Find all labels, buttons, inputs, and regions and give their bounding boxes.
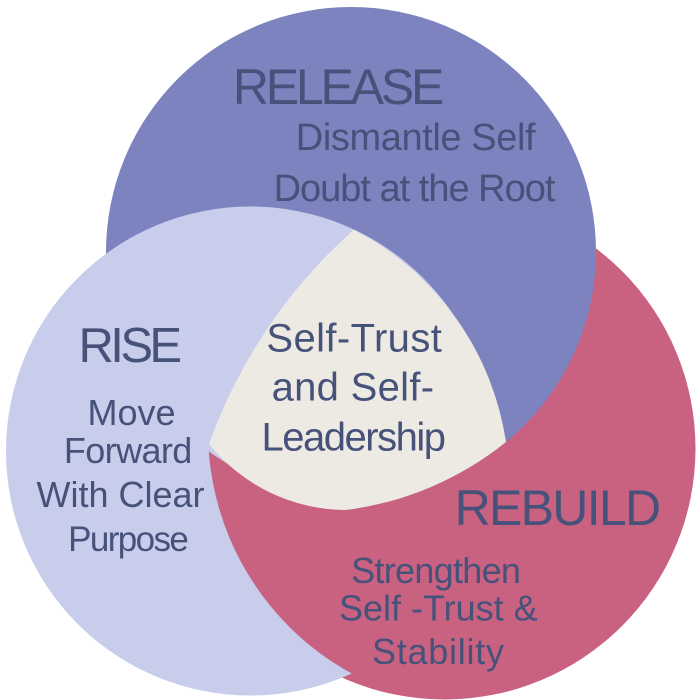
svg-text:Purpose: Purpose [68, 520, 187, 559]
svg-text:With Clear: With Clear [36, 474, 204, 515]
svg-text:Self -Trust &: Self -Trust & [339, 588, 538, 629]
svg-text:Forward: Forward [64, 430, 192, 471]
svg-text:RISE: RISE [79, 319, 181, 373]
svg-text:and Self-: and Self- [272, 366, 435, 410]
svg-text:Self-Trust: Self-Trust [266, 317, 442, 361]
svg-text:Doubt at the Root: Doubt at the Root [274, 168, 556, 210]
svg-text:Move: Move [87, 392, 175, 433]
svg-text:Dismantle Self: Dismantle Self [296, 117, 536, 159]
svg-text:RELEASE: RELEASE [233, 59, 443, 115]
svg-text:Stability: Stability [372, 631, 505, 672]
svg-text:REBUILD: REBUILD [455, 480, 660, 536]
svg-text:Leadership: Leadership [262, 416, 445, 460]
svg-text:Strengthen: Strengthen [351, 550, 520, 591]
